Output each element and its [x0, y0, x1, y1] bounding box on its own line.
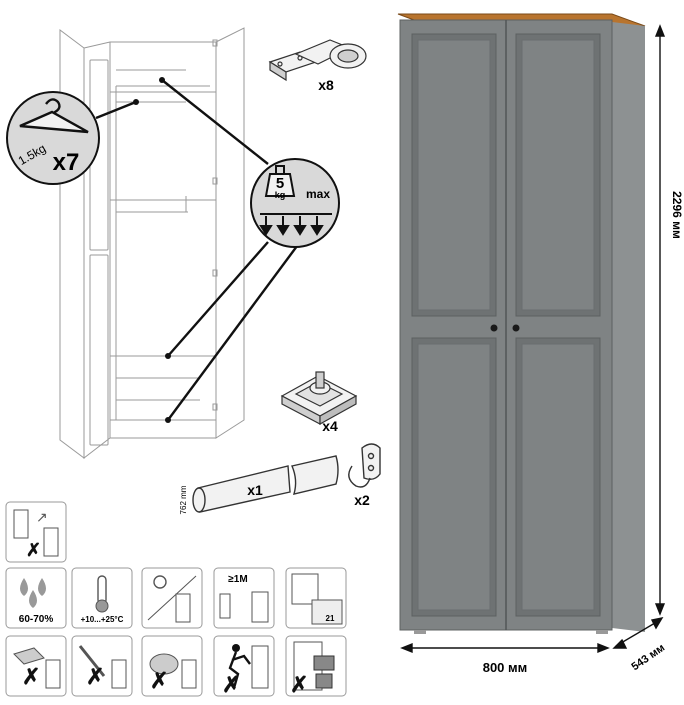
- cabinet-render: [397, 13, 646, 634]
- hanger-count: x7: [53, 149, 80, 176]
- temperature-label: +10...+25°C: [81, 615, 124, 624]
- max-load-label: max: [306, 187, 330, 201]
- temperature-icon: +10...+25°C: [71, 567, 133, 629]
- right-door-knob: [512, 324, 520, 332]
- svg-text:✗: ✗: [26, 540, 41, 560]
- pointer-lines: [95, 79, 301, 421]
- max-load-badge: 5 kg max: [250, 158, 340, 248]
- rail-bracket-count: x2: [354, 492, 370, 508]
- no-climbing-icon: ✗: [213, 635, 275, 697]
- heater-distance-label: ≥1M: [228, 574, 247, 585]
- cabinet-side: [612, 22, 645, 632]
- max-load-weight: 5: [276, 175, 284, 192]
- rail-bracket-icon: [348, 443, 381, 488]
- pointer-dots: [133, 77, 171, 423]
- no-sharp-tools-icon: ✗: [71, 635, 133, 697]
- cabinet-foot: [596, 630, 608, 634]
- height-dimension: 2296 мм: [670, 191, 684, 239]
- width-dimension: 800 мм: [483, 660, 528, 675]
- no-aggressive-chemicals-icon: ✗: [141, 635, 203, 697]
- cabinet-foot: [414, 630, 426, 634]
- svg-text:✗: ✗: [150, 668, 168, 693]
- open-wardrobe-line-art: [59, 27, 245, 460]
- hanger-load-badge: 1.5kg x7: [6, 91, 100, 185]
- down-arrows-icon: [259, 216, 324, 236]
- svg-text:✗: ✗: [222, 672, 240, 697]
- hinge-icon: [268, 39, 367, 82]
- calendar-icon: 21: [285, 567, 347, 629]
- hinge-count: x8: [318, 77, 334, 93]
- distance-from-heater-icon: ≥1M: [213, 567, 275, 629]
- hanging-rail-icon: [192, 455, 339, 513]
- svg-text:↗: ↗: [36, 509, 48, 525]
- calendar-label: 21: [326, 614, 335, 623]
- max-load-unit: kg: [275, 190, 286, 200]
- humidity-icon: 60-70%: [5, 567, 67, 629]
- weight-icon: [264, 173, 296, 197]
- leveling-foot-count: x4: [322, 418, 338, 434]
- left-door-knob: [490, 324, 498, 332]
- sunlight-icon: [141, 567, 203, 629]
- no-wet-cleaning-icon: ✗: [5, 635, 67, 697]
- svg-text:✗: ✗: [22, 664, 40, 689]
- care-icon-grid: ↗ ✗ 60-70% +10...+25°C ≥1M: [5, 501, 347, 697]
- depth-dimension: 543 мм: [629, 642, 667, 673]
- leveling-foot-icon: [280, 371, 358, 426]
- doors-open-not-closed-icon: ↗ ✗: [5, 501, 67, 563]
- svg-text:✗: ✗: [86, 664, 104, 689]
- svg-text:✗: ✗: [290, 672, 308, 697]
- hanging-rail-count: x1: [247, 482, 263, 498]
- no-overload-icon: ✗: [285, 635, 347, 697]
- rail-length: 762 mm: [179, 485, 188, 514]
- dimension-lines: [400, 24, 666, 654]
- humidity-label: 60-70%: [19, 614, 54, 625]
- hanger-icon: [19, 98, 89, 134]
